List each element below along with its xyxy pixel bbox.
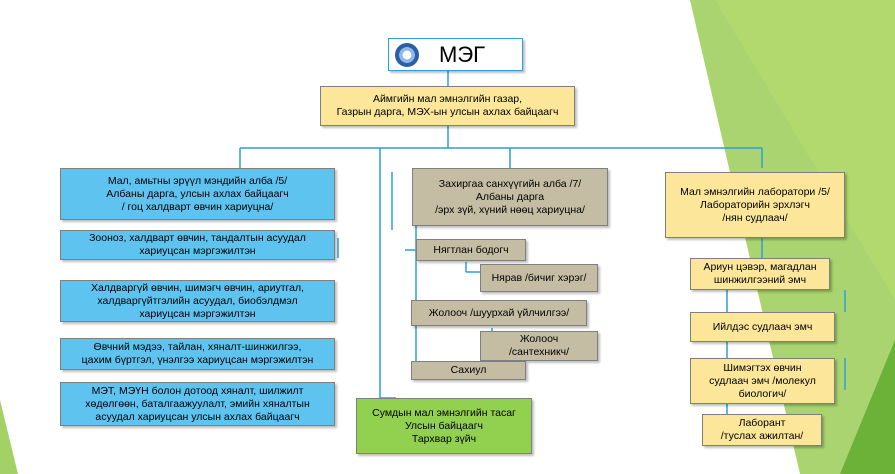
emblem-icon [395, 42, 419, 67]
middle-item-3-line1: Жолооч /шуурхай үйлчилгээ/ [428, 306, 570, 319]
left-item-3-line1: Өвчний мэдээ, тайлан, хяналт-шинжилгээ, [93, 341, 302, 353]
left-item-2: Халдваргүй өвчин, шимэгч өвчин, ариутгал… [60, 280, 335, 322]
right-item-2: Ийлдэс судлаач эмч [690, 312, 835, 342]
left-dept-line1: Мал, амьтны эрүүл мэндийн алба /5/ [107, 174, 288, 187]
middle-item-guard: Сахиул [411, 361, 526, 380]
middle-item-1-line1: Нягтлан бодогч [433, 243, 509, 256]
middle-item-4-line2: /сантехникч/ [508, 346, 569, 358]
right-item-3-line1: Шимэгтэх өвчин [723, 361, 802, 374]
left-item-4-line3: асуудал хариуцсан улсын ахлах байцаагч [95, 410, 300, 423]
left-item-1: Зооноз, халдварт өвчин, тандалтын асууда… [60, 230, 335, 260]
right-item-4: Лаборант /туслах ажилтан/ [702, 414, 822, 446]
right-item-1-line2: шинжилгээний эмч [713, 274, 807, 286]
right-item-3-line3: биологич/ [738, 387, 787, 400]
right-dept-line3: /нян судлаач/ [722, 211, 788, 224]
right-item-2-line1: Ийлдэс судлаач эмч [712, 320, 813, 333]
middle-dept-box: Захиргаа санхүүгийн алба /7/ Албаны дарг… [412, 168, 608, 226]
soum-line3: Тархвар зүйч [411, 432, 477, 445]
right-item-1-line1: Ариун цэвэр, магадлан [703, 261, 817, 273]
right-item-1: Ариун цэвэр, магадлан шинжилгээний эмч [690, 258, 830, 290]
soum-box: Сумдын мал эмнэлгийн тасаг Улсын байцааг… [356, 398, 532, 454]
left-item-2-line1: Халдваргүй өвчин, шимэгч өвчин, ариутгал… [90, 281, 305, 294]
left-dept-line3: / гоц халдварт өвчин хариуцна/ [121, 200, 274, 213]
right-item-3: Шимэгтэх өвчин судлаач эмч /молекул биол… [690, 358, 835, 404]
left-item-1-line2: хариуцсан мэргэжилтэн [139, 245, 256, 257]
middle-item-accountant: Нягтлан бодогч [416, 239, 526, 261]
meg-title: МЭГ [439, 41, 486, 67]
head-box: Аймгийн мал эмнэлгийн газар, Газрын дарг… [320, 86, 575, 126]
left-dept-box: Мал, амьтны эрүүл мэндийн алба /5/ Албан… [60, 168, 335, 220]
right-item-3-line2: судлаач эмч /молекул [709, 374, 816, 387]
middle-item-storekeeper: Нярав /бичиг хэрэг/ [480, 264, 598, 292]
left-item-4: МЭТ, МЭҮН болон дотоод хяналт, шилжилт х… [60, 382, 335, 426]
soum-line1: Сумдын мал эмнэлгийн тасаг [372, 406, 516, 419]
left-item-3-line2: цахим бүртгэл, үнэлгээ хариуцсан мэргэжи… [81, 354, 314, 366]
head-line1: Аймгийн мал эмнэлгийн газар, [372, 93, 523, 105]
left-item-2-line3: хариуцсан мэргэжилтэн [139, 307, 256, 320]
right-dept-line2: Лабораторийн эрхлэгч [700, 198, 810, 211]
right-dept-box: Мал эмнэлгийн лаборатори /5/ Лабораторий… [665, 172, 845, 238]
middle-item-4-line1: Жолооч [519, 333, 559, 345]
left-item-4-line2: хөдөлгөөн, баталгаажуулалт, эмийн хяналт… [85, 397, 310, 410]
head-line2: Газрын дарга, МЭХ-ын улсын ахлах байцааг… [336, 106, 559, 118]
soum-line2: Улсын байцаагч [404, 419, 484, 432]
middle-item-5-line1: Сахиул [450, 364, 487, 376]
middle-item-driver-2: Жолооч /сантехникч/ [480, 331, 598, 361]
right-item-4-line1: Лаборант [738, 417, 786, 429]
left-item-2-line2: халдваргүйтгэлийн асуудал, биобэлдмэл [97, 294, 298, 307]
middle-item-2-line1: Нярав /бичиг хэрэг/ [491, 271, 587, 284]
middle-dept-line2: Албаны дарга [475, 190, 545, 203]
left-dept-line2: Албаны дарга, улсын ахлах байцаагч [106, 187, 289, 200]
right-item-4-line2: /туслах ажилтан/ [720, 430, 804, 442]
middle-dept-line1: Захиргаа санхүүгийн алба /7/ [438, 177, 582, 190]
middle-dept-line3: /эрх зүй, хүний нөөц хариуцна/ [435, 203, 585, 216]
right-dept-line1: Мал эмнэлгийн лаборатори /5/ [680, 185, 830, 198]
left-item-4-line1: МЭТ, МЭҮН болон дотоод хяналт, шилжилт [91, 384, 304, 397]
left-item-1-line1: Зооноз, халдварт өвчин, тандалтын асууда… [89, 232, 306, 244]
middle-item-driver-1: Жолооч /шуурхай үйлчилгээ/ [411, 300, 587, 326]
left-item-3: Өвчний мэдээ, тайлан, хяналт-шинжилгээ, … [60, 338, 335, 370]
meg-box: МЭГ [388, 38, 523, 71]
